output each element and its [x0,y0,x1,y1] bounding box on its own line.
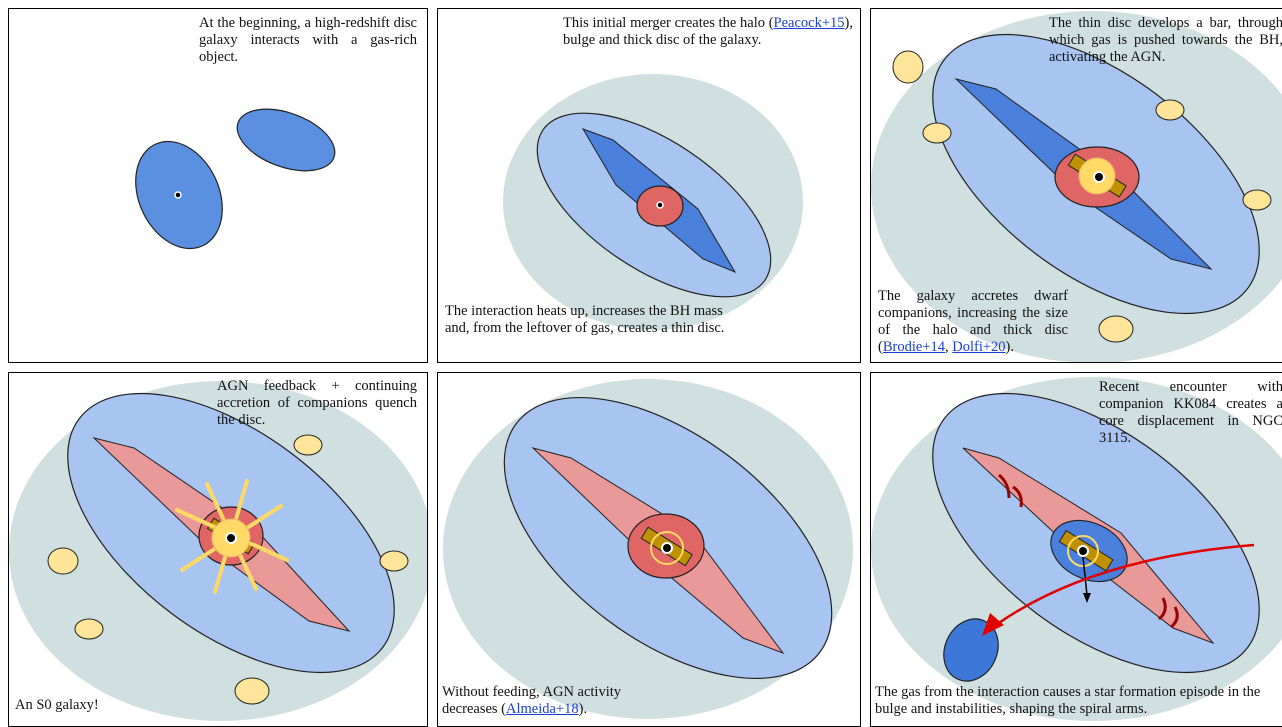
reference-link-almeida[interactable]: Almeida+18 [506,701,579,717]
panel-6-top-caption: Recent encounter with companion KK084 cr… [1099,379,1282,446]
reference-link-peacock[interactable]: Peacock+15 [773,15,845,31]
encounter-orbit [995,543,1255,627]
panel-2-top-caption: This initial merger creates the halo (Pe… [563,15,853,48]
dwarf-companion [293,434,323,456]
panel-initial-merger: This initial merger creates the halo (Pe… [437,8,861,363]
black-hole [1077,545,1089,557]
black-hole [1093,171,1105,183]
dwarf-companion [922,122,952,144]
dwarf-companion [379,550,409,572]
panel-recent-encounter: Recent encounter with companion KK084 cr… [870,372,1282,727]
panel-3-bottom-caption: The galaxy accretes dwarf companions, in… [878,288,1068,355]
dwarf-companion [234,677,270,705]
black-hole [656,201,664,209]
panel-2-diagram [503,74,803,330]
panel-agn-decrease: Without feeding, AGN activity decreases … [437,372,861,727]
dwarf-companion [1098,315,1134,343]
panel-6-diagram [871,377,1282,721]
spiral-arm [998,473,1011,499]
black-hole [174,191,182,199]
panel-4-top-caption: AGN feedback + continuing accretion of c… [217,378,417,428]
panel-initial-interaction: At the beginning, a high-redshift disc g… [8,8,428,363]
panel-2-bottom-caption: The interaction heats up, increases the … [445,303,725,336]
panel-5-diagram [443,379,853,719]
faded-agn-ring [650,531,684,565]
dwarf-companion [47,547,79,575]
panel-4-bottom-caption: An S0 galaxy! [15,697,99,713]
spiral-arm [1158,597,1167,621]
reference-link-dolfi[interactable]: Dolfi+20 [952,339,1006,355]
reference-link-brodie[interactable]: Brodie+14 [882,339,945,355]
dwarf-companion [1155,99,1185,121]
panel-1-caption: At the beginning, a high-redshift disc g… [199,15,417,65]
spiral-arm [1012,485,1023,508]
dwarf-companion [1242,189,1272,211]
panel-quenching: AGN feedback + continuing accretion of c… [8,372,428,727]
faded-agn-ring [1067,535,1099,567]
spiral-arm [1170,606,1179,629]
dwarf-companion [892,50,924,84]
black-hole [225,532,237,544]
panel-5-bottom-caption: Without feeding, AGN activity decreases … [442,684,622,717]
displacement-arrow [1082,556,1088,596]
gas-rich-object [236,108,336,172]
panel-3-top-caption: The thin disc develops a bar, through wh… [1049,15,1282,65]
panel-3-diagram [871,11,1282,362]
displacement-arrowhead [1083,593,1091,603]
panel-4-diagram [9,381,427,721]
panel-bar-agn: The thin disc develops a bar, through wh… [870,8,1282,363]
dwarf-companion [74,618,104,640]
orbit-arrowhead [982,613,1004,636]
black-hole [661,542,673,554]
panel-6-bottom-caption: The gas from the interaction causes a st… [875,684,1261,717]
panel-1-diagram [135,108,336,250]
